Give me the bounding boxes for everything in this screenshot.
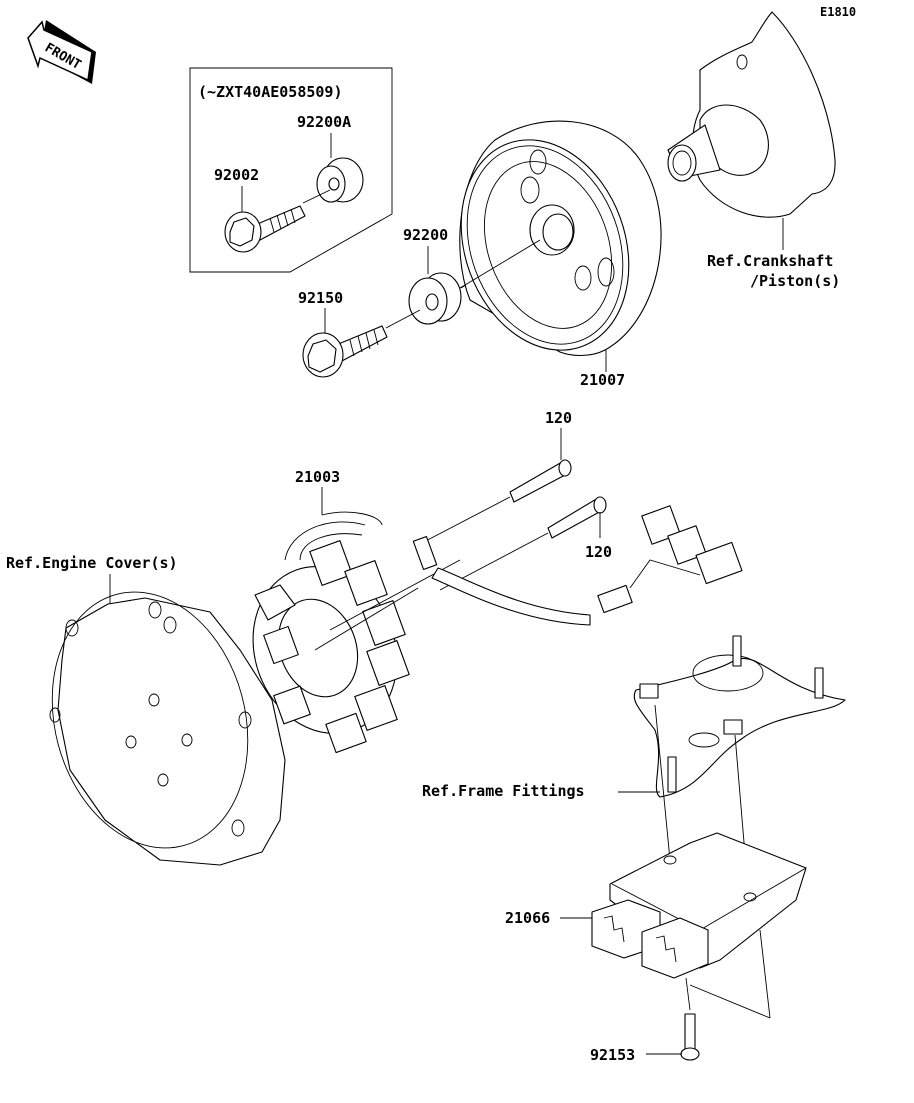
engine-cover-reference-drawing: Ref.Engine Cover(s) [6,554,286,866]
front-arrow-icon: FRONT [27,20,96,84]
serial-box: (~ZXT40AE058509) [189,67,393,273]
ref-frame-fittings[interactable]: Ref.Frame Fittings [422,782,585,800]
part-label-92002: 92002 [214,166,259,184]
part-92153-bolt[interactable]: 92153 [590,1013,700,1064]
part-label-120-upper: 120 [545,409,572,427]
part-label-92200a: 92200A [297,113,351,131]
part-120-bolt-lower[interactable]: 120 [439,496,612,591]
part-92002-bolt[interactable]: 92002 [214,166,331,253]
part-label-21066: 21066 [505,909,550,927]
part-92200a-washer[interactable]: 92200A [297,113,364,203]
stator-connector [629,505,743,589]
part-label-21003: 21003 [295,468,340,486]
part-label-120-lower: 120 [585,543,612,561]
ref-crankshaft-line2[interactable]: /Piston(s) [750,272,840,290]
part-label-92200: 92200 [403,226,448,244]
part-label-21007: 21007 [580,371,625,389]
part-21066-regulator[interactable]: 21066 [505,832,807,1019]
part-120-bolt-upper[interactable]: 120 [417,409,572,546]
serial-box-label: (~ZXT40AE058509) [198,83,343,101]
crankshaft-reference-drawing: Ref.Crankshaft /Piston(s) [667,11,840,290]
part-92150-bolt[interactable]: 92150 [298,289,421,378]
ref-crankshaft-line1[interactable]: Ref.Crankshaft [707,252,833,270]
part-21003-stator[interactable]: 21003 [230,468,743,754]
part-label-92153: 92153 [590,1046,635,1064]
part-label-92150: 92150 [298,289,343,307]
frame-fittings-reference-drawing: Ref.Frame Fittings [422,635,846,891]
part-92200-washer[interactable]: 92200 [403,226,541,325]
diagram-code: E1810 [820,5,856,19]
part-21007-rotor[interactable]: 21007 [433,116,662,389]
ref-engine-cover[interactable]: Ref.Engine Cover(s) [6,554,178,572]
